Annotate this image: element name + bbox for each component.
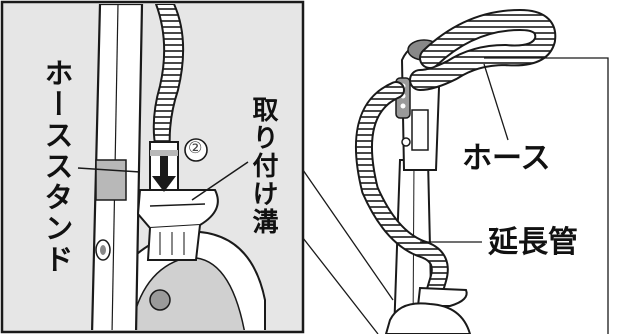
- connector-line-lower: [302, 237, 379, 334]
- mounting-groove-leader: [191, 161, 249, 201]
- inset-panel: [0, 0, 305, 334]
- vacuum-illustration: [355, 8, 609, 334]
- hose-label-leader: [483, 63, 509, 141]
- hose-stand-leader: [77, 167, 141, 173]
- hose-stand: [416, 286, 468, 307]
- hose-stand-label: ホーススタンド: [40, 58, 74, 275]
- hose-label: ホース: [462, 141, 551, 176]
- hose-leader: [484, 57, 609, 334]
- connector-line-upper: [302, 169, 394, 301]
- step-marker: ②: [188, 138, 203, 157]
- extension-pipe-label: 延長管: [488, 225, 578, 260]
- down-arrow-icon: [152, 156, 176, 192]
- step-marker-circle: [184, 138, 208, 162]
- mounting-groove-label: 取り付け溝: [248, 96, 278, 236]
